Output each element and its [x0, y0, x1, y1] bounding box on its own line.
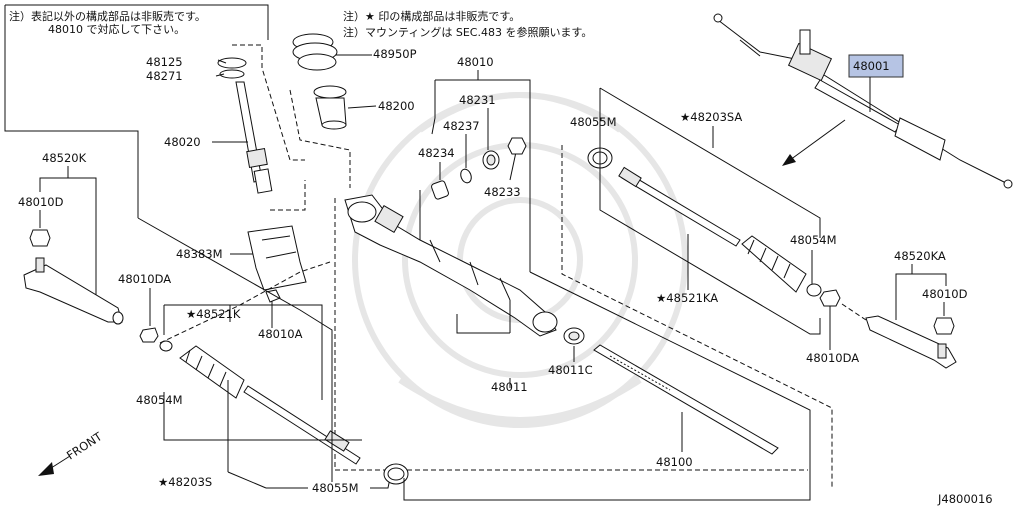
- label-48010[interactable]: 48010: [457, 55, 494, 69]
- label-48234[interactable]: 48234: [418, 146, 455, 160]
- leader-48520K: [39, 166, 69, 192]
- clamp-right-small: [806, 283, 822, 297]
- bracket-48010: [435, 79, 531, 272]
- boot-48950P: [292, 33, 338, 71]
- label-48011C[interactable]: 48011C: [548, 363, 593, 377]
- gear-housing-48011: [344, 194, 558, 337]
- label-48100[interactable]: 48100: [656, 455, 693, 469]
- label-48203SA[interactable]: ★48203SA: [680, 110, 742, 124]
- bracket-48203SA-top: [599, 87, 821, 238]
- direction-arrow: [782, 119, 846, 166]
- bracket-48010-left: [431, 80, 436, 135]
- label-48233[interactable]: 48233: [484, 185, 521, 199]
- label-48011[interactable]: 48011: [491, 380, 528, 394]
- rack-48100: [593, 344, 779, 455]
- tie-rod-end-left: [23, 257, 124, 325]
- label-48010D-right[interactable]: 48010D: [922, 287, 968, 301]
- label-48520K[interactable]: 48520K: [42, 151, 87, 165]
- bushing-48011C: [563, 327, 585, 345]
- label-48237[interactable]: 48237: [443, 119, 480, 133]
- label-48271[interactable]: 48271: [146, 69, 183, 83]
- label-front: FRONT: [64, 429, 105, 463]
- bracket-48100: [403, 271, 811, 501]
- label-48520KA[interactable]: 48520KA: [894, 249, 946, 263]
- notes-left-box: 注）表記以外の構成部品は非販売です。 48010 で対応して下さい。: [4, 4, 269, 218]
- dashed-centerline-right: [841, 303, 867, 321]
- note-top-line1: 注）★ 印の構成部品は非販売です。: [343, 9, 520, 23]
- leader-48271: [215, 73, 225, 77]
- inner-rod-left: [243, 385, 361, 465]
- dashed-group-pinion: [232, 44, 306, 211]
- cover-48200: [313, 85, 347, 130]
- heat-shield-48383M: [247, 225, 307, 291]
- label-48010DA-left[interactable]: 48010DA: [118, 272, 171, 286]
- note-left-line2: 48010 で対応して下さい。: [48, 22, 185, 36]
- bracket-48521K: [163, 304, 323, 400]
- leader-48011: [456, 314, 510, 334]
- label-48020[interactable]: 48020: [164, 135, 201, 149]
- dashed-group-housing: [334, 198, 808, 471]
- label-48203S[interactable]: ★48203S: [158, 475, 212, 489]
- dashed-centerline-left: [159, 261, 331, 344]
- label-48521KA[interactable]: ★48521KA: [656, 291, 718, 305]
- steering-gear-assembly: [713, 13, 1013, 189]
- nut-48010D-left: [29, 229, 51, 247]
- label-48001[interactable]: 48001: [853, 59, 890, 73]
- bracket-48054M-left: [163, 420, 362, 441]
- nut-48010D-right: [933, 317, 955, 335]
- leader-48520KA: [895, 264, 947, 320]
- highlight-48001[interactable]: [848, 54, 904, 78]
- label-48010D-left[interactable]: 48010D: [18, 195, 64, 209]
- nut-48010DA-right: [819, 289, 841, 307]
- clamp-left: [159, 340, 173, 352]
- dashed-group-right: [561, 145, 833, 488]
- leader-48203S-b: [227, 471, 267, 489]
- label-48125[interactable]: 48125: [146, 55, 183, 69]
- adjuster-parts: [431, 137, 527, 200]
- nut-48010DA-left: [139, 327, 159, 343]
- front-arrow: [38, 455, 71, 476]
- label-48383M[interactable]: 48383M: [176, 247, 223, 261]
- label-48231[interactable]: 48231: [459, 93, 496, 107]
- note-left-line1: 注）表記以外の構成部品は非販売です。: [9, 9, 206, 23]
- dashed-group-boot: [289, 89, 351, 188]
- label-48055M-right[interactable]: 48055M: [570, 115, 617, 129]
- label-48200[interactable]: 48200: [378, 99, 415, 113]
- boot-right: [741, 235, 807, 293]
- boot-left: [179, 345, 245, 399]
- leader-48125: [217, 59, 227, 64]
- leader-48233: [509, 151, 517, 181]
- diagram-code: J4800016: [937, 492, 993, 506]
- pinion-shaft-parts: [217, 57, 273, 194]
- leader-48520K-b: [68, 177, 97, 310]
- bracket-48203SA-bottom: [599, 88, 821, 335]
- leader-48200: [347, 105, 377, 109]
- bracket-left-note: [137, 217, 333, 482]
- label-48010DA-right[interactable]: 48010DA: [806, 351, 859, 365]
- label-48010A[interactable]: 48010A: [258, 327, 303, 341]
- label-48055M-bottom[interactable]: 48055M: [312, 481, 359, 495]
- inner-rod-right: [618, 166, 741, 247]
- note-top-line2: 注）マウンティングは SEC.483 を参照願います。: [343, 25, 592, 39]
- label-48521K[interactable]: ★48521K: [186, 307, 241, 321]
- label-48054M-left[interactable]: 48054M: [136, 393, 183, 407]
- tie-rod-end-right: [865, 315, 957, 369]
- label-48950P[interactable]: 48950P: [373, 47, 417, 61]
- clamp-bottom: [383, 463, 409, 485]
- label-48054M-right[interactable]: 48054M: [790, 233, 837, 247]
